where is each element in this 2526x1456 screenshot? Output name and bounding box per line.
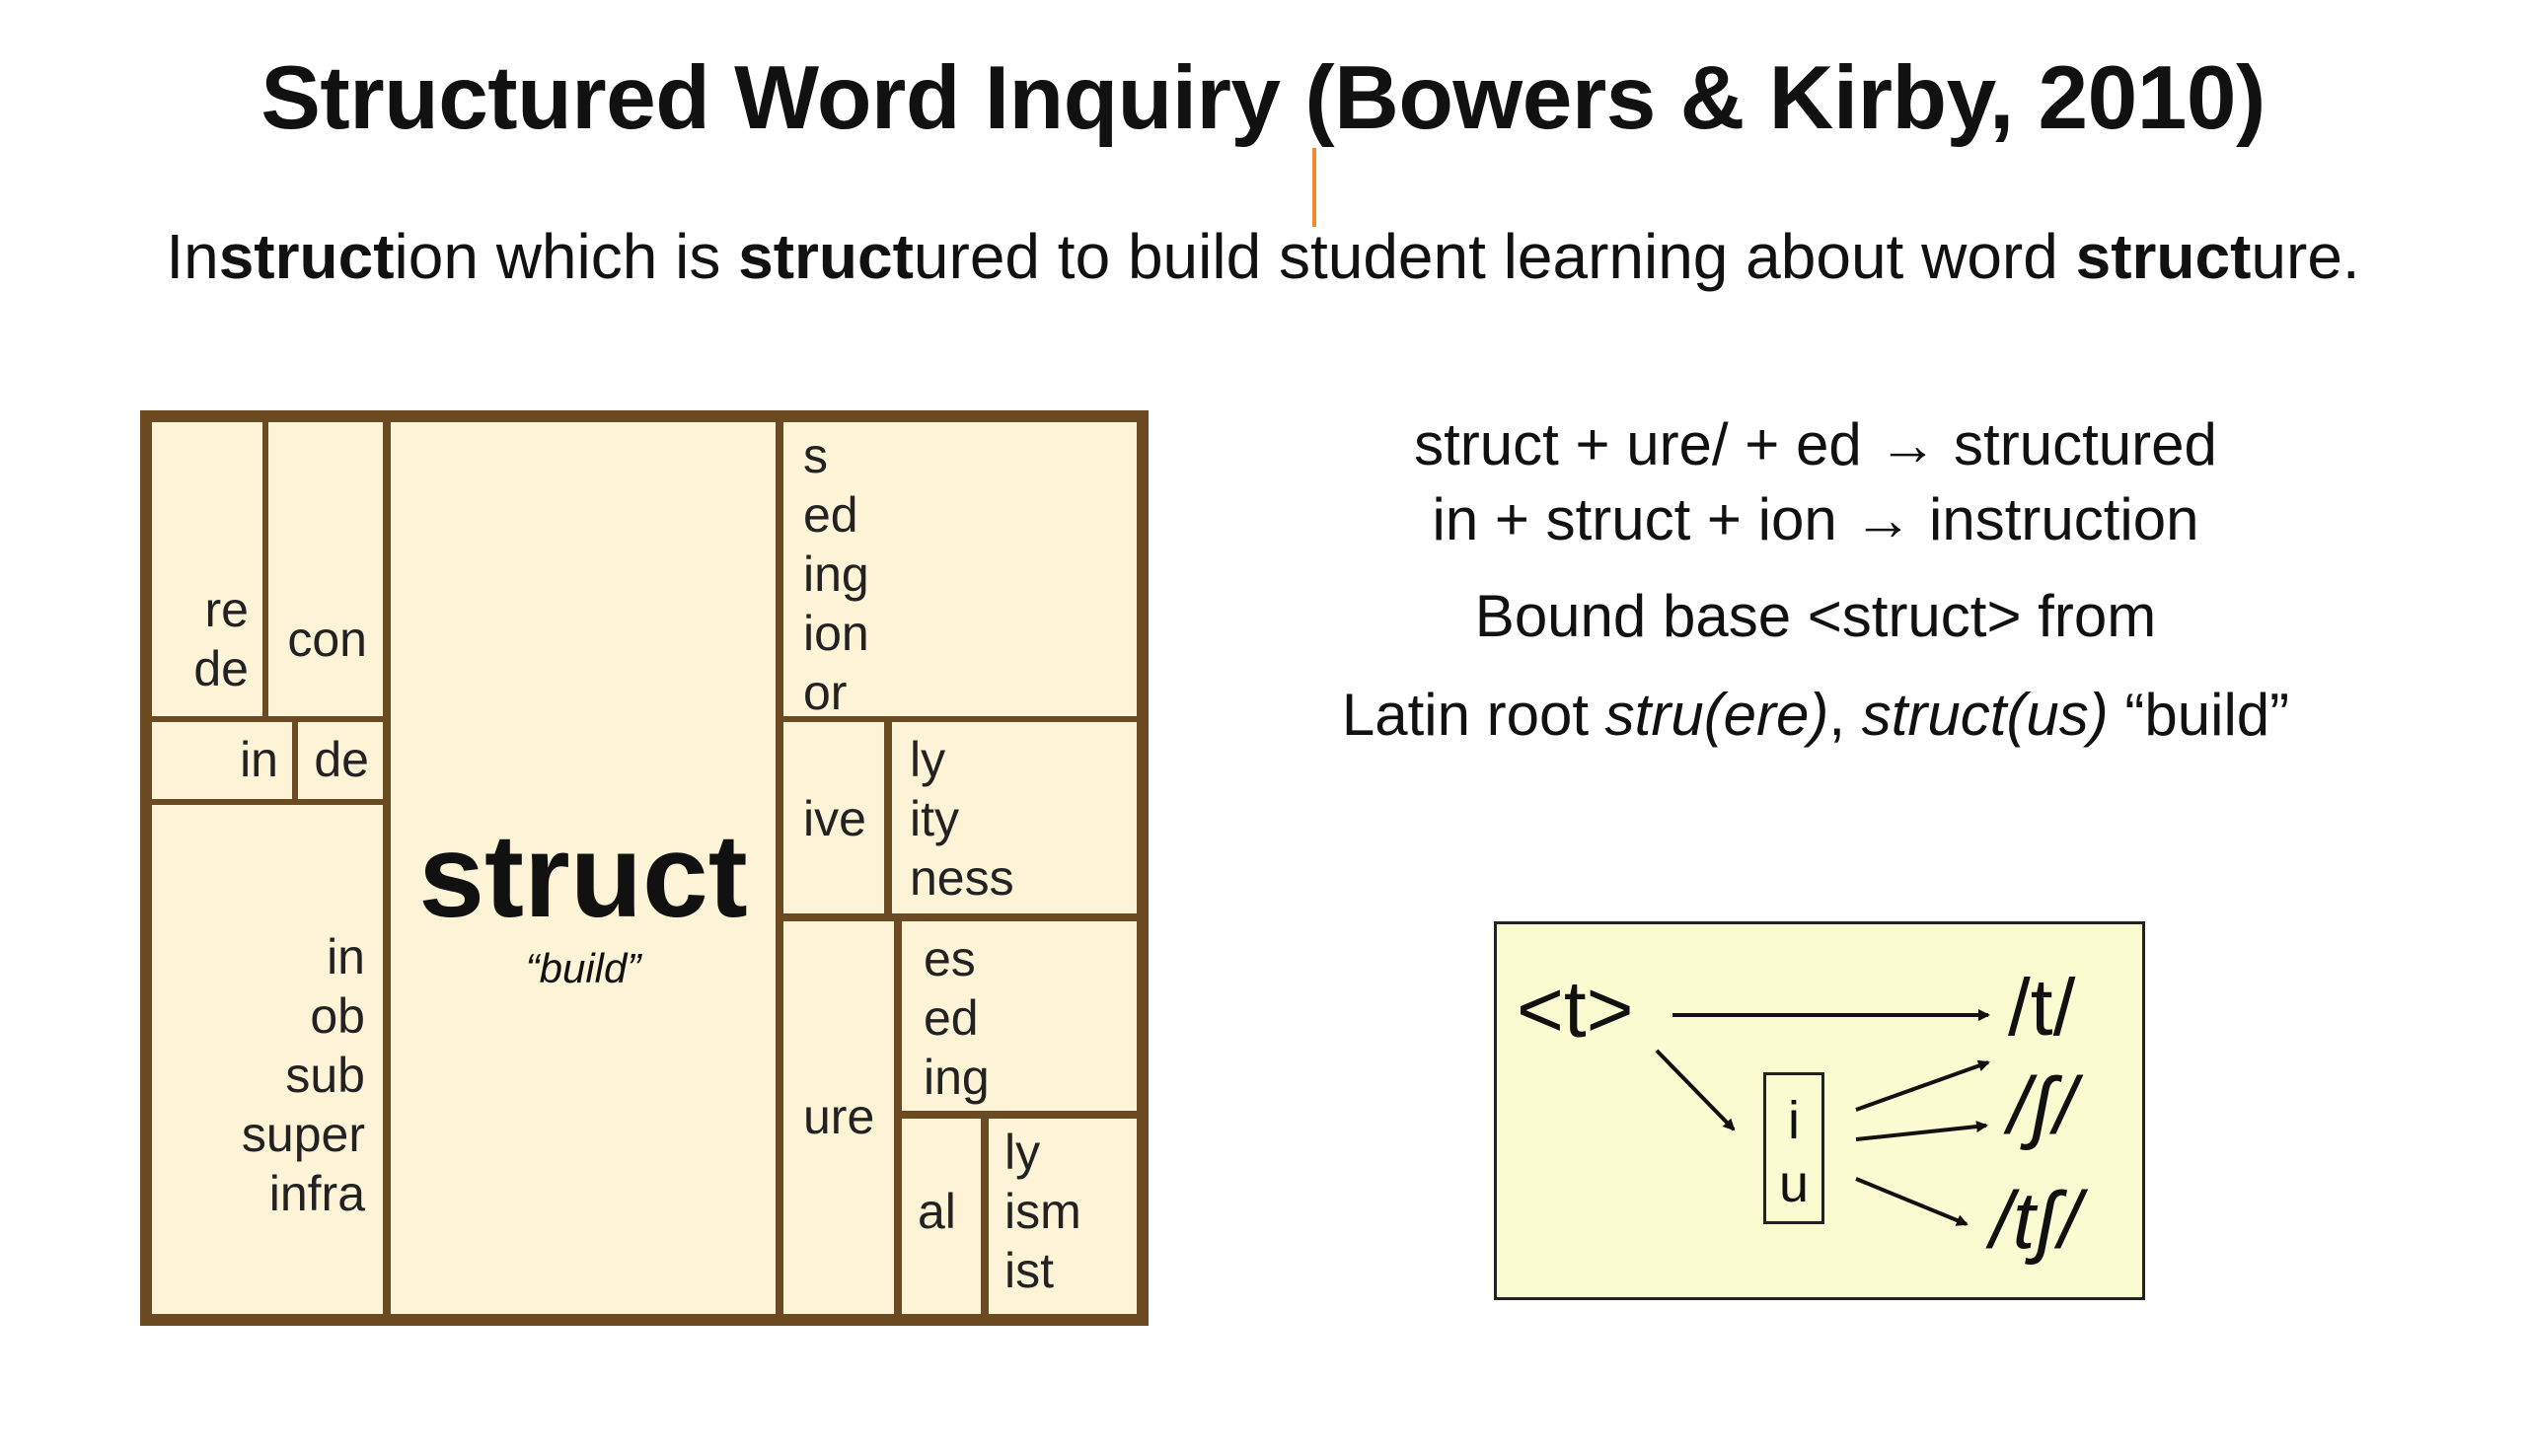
prefix-list: in <box>240 730 278 789</box>
morpheme: ly <box>1004 1125 1041 1180</box>
suffix-list: ure <box>803 1087 874 1146</box>
morpheme: ive <box>803 791 866 846</box>
prefix-cell-con: con <box>268 422 383 716</box>
arrow-to-tsh <box>1855 1177 1969 1226</box>
base-word: struct <box>418 810 748 942</box>
morpheme: ure <box>803 1089 875 1144</box>
morpheme: de <box>193 641 249 696</box>
base-gloss: “build” <box>525 945 641 991</box>
prefix-list: de <box>314 730 369 789</box>
morpheme: infra <box>268 1166 365 1221</box>
morpheme: ist <box>1004 1243 1054 1298</box>
morpheme: ed <box>803 487 858 543</box>
morpheme: ing <box>924 1050 990 1105</box>
arrow-to-sh-2 <box>1855 1121 1988 1141</box>
bound-base-line: Bound base <struct> from <box>1474 583 2157 649</box>
arrow-to-sh <box>1855 1059 1990 1112</box>
diagram-arrows <box>1655 1009 1990 1226</box>
morpheme: ity <box>910 791 959 846</box>
subtitle-segment: struct <box>218 221 395 292</box>
suffix-list: al <box>918 1182 956 1241</box>
morpheme: ism <box>1004 1184 1081 1239</box>
vowel-i: i <box>1788 1091 1800 1150</box>
morpheme: in <box>327 929 365 984</box>
text-cursor <box>1312 148 1316 227</box>
morpheme: es <box>924 931 976 986</box>
base-cell: struct “build” <box>391 422 776 1314</box>
morpheme: al <box>918 1184 956 1239</box>
morpheme: s <box>803 428 828 483</box>
phoneme-t: /t/ <box>2008 963 2076 1053</box>
subtitle-segment: In <box>166 221 219 292</box>
phoneme-tsh: /tʃ/ <box>1990 1176 2082 1266</box>
morpheme: in <box>240 732 278 787</box>
morpheme: ness <box>910 850 1014 906</box>
slide-subtitle: Instruction which is structured to build… <box>0 220 2526 293</box>
suffix-cell-al: al <box>902 1119 981 1314</box>
subtitle-segment: ion which is <box>394 221 739 292</box>
root-line-segment: , <box>1828 682 1862 748</box>
suffix-list: ive <box>803 789 866 848</box>
morpheme: re <box>204 582 249 637</box>
slide-title: Structured Word Inquiry (Bowers & Kirby,… <box>260 48 2266 148</box>
grapheme-t: <t> <box>1517 965 1634 1055</box>
subtitle-segment: ured to build student learning about wor… <box>913 221 2076 292</box>
word-sum-structured: struct + ure/ + ed → structured <box>1414 411 2217 477</box>
root-line-segment: struct(us) <box>1861 682 2109 748</box>
prefix-cell-de: de <box>298 722 383 799</box>
morpheme: con <box>287 612 367 667</box>
latin-root-line: Latin root stru(ere), struct(us) “build” <box>1224 681 2408 749</box>
vowel-box: i u <box>1763 1072 1824 1224</box>
suffix-cell-ive: ive <box>783 722 884 913</box>
root-line-segment: “build” <box>2108 682 2290 748</box>
morpheme: ob <box>310 988 365 1044</box>
prefix-cell-in: in <box>152 722 292 799</box>
prefix-list: con <box>287 610 367 669</box>
morpheme: sub <box>285 1048 365 1103</box>
subtitle-segment: ure. <box>2251 221 2360 292</box>
morpheme: de <box>314 732 369 787</box>
subtitle-segment: struct <box>2075 221 2252 292</box>
root-line-segment: Latin root <box>1341 682 1605 748</box>
morpheme: super <box>241 1107 365 1162</box>
morpheme: ing <box>803 546 869 602</box>
vowel-u: u <box>1778 1154 1810 1213</box>
grapheme-phoneme-diagram: <t> i u /t/ /ʃ/ /tʃ/ <box>1494 921 2145 1300</box>
word-sum-instruction: in + struct + ion → instruction <box>1432 486 2199 552</box>
morpheme: or <box>803 665 848 720</box>
morpheme: ly <box>910 732 946 787</box>
phoneme-sh: /ʃ/ <box>2008 1061 2077 1151</box>
suffix-cell-ure: ure <box>783 921 894 1314</box>
subtitle-segment: struct <box>738 221 914 292</box>
arrow-to-vowels <box>1655 1049 1736 1131</box>
morpheme: ion <box>803 606 869 661</box>
root-line-segment: stru(ere) <box>1604 682 1829 748</box>
morpheme: ed <box>924 990 979 1046</box>
